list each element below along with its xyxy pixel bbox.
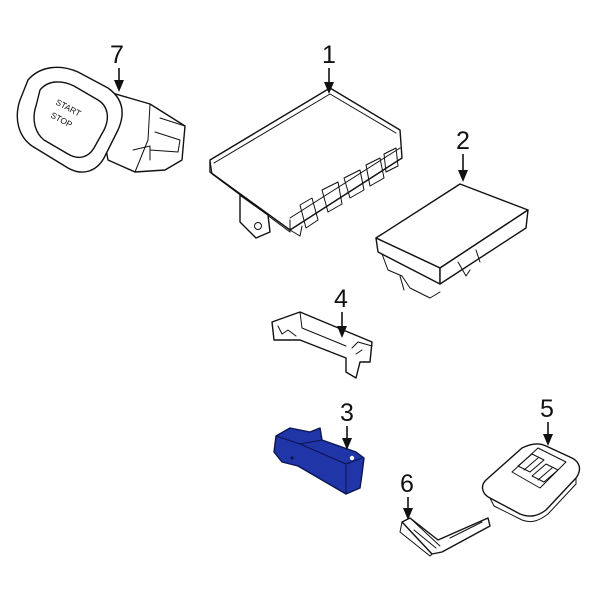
- callout-1: 1: [322, 41, 336, 94]
- callout-4: 4: [334, 285, 348, 338]
- callout-number-6: 6: [400, 470, 414, 498]
- callout-3: 3: [340, 399, 354, 450]
- callout-number-3: 3: [340, 399, 354, 427]
- key-blade[interactable]: [399, 517, 491, 557]
- callout-number-2: 2: [456, 127, 470, 155]
- key-fob[interactable]: [481, 443, 581, 523]
- callout-number-4: 4: [334, 285, 348, 313]
- antenna-highlighted[interactable]: [273, 427, 365, 495]
- callout-7: 7: [110, 41, 124, 92]
- callout-number-1: 1: [322, 41, 336, 69]
- callout-5: 5: [540, 395, 554, 446]
- control-module[interactable]: [209, 87, 403, 239]
- callout-number-5: 5: [540, 395, 554, 423]
- callout-2: 2: [456, 127, 470, 182]
- callout-6: 6: [400, 470, 414, 520]
- receiver-module[interactable]: [375, 183, 529, 299]
- bracket[interactable]: [271, 311, 373, 379]
- callout-number-7: 7: [110, 41, 124, 69]
- start-stop-switch[interactable]: START STOP: [16, 66, 186, 173]
